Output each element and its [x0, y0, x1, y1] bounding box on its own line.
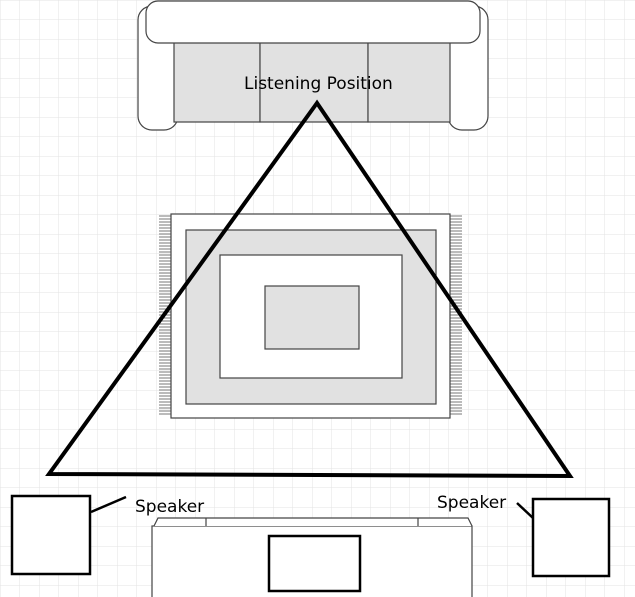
listening-triangle [45, 99, 574, 479]
rug-fringe-right [450, 215, 462, 415]
speaker-left-leader [90, 495, 127, 514]
speaker-right-leader [516, 502, 534, 519]
speaker-left-label: Speaker [135, 497, 204, 517]
speaker-right-label: Speaker [437, 493, 506, 513]
listening-position-label: Listening Position [244, 74, 393, 94]
sofa-cushion-right [367, 41, 451, 123]
speaker-left-icon [10, 494, 92, 576]
tv-stand-icon [151, 517, 473, 597]
tv-screen [267, 534, 362, 593]
speaker-right-icon [531, 497, 611, 578]
sofa-icon [137, 0, 489, 131]
sofa-back [145, 0, 481, 44]
rug-icon [159, 213, 462, 419]
tv-stand-top [153, 517, 473, 527]
rug-center-medallion [264, 285, 360, 350]
